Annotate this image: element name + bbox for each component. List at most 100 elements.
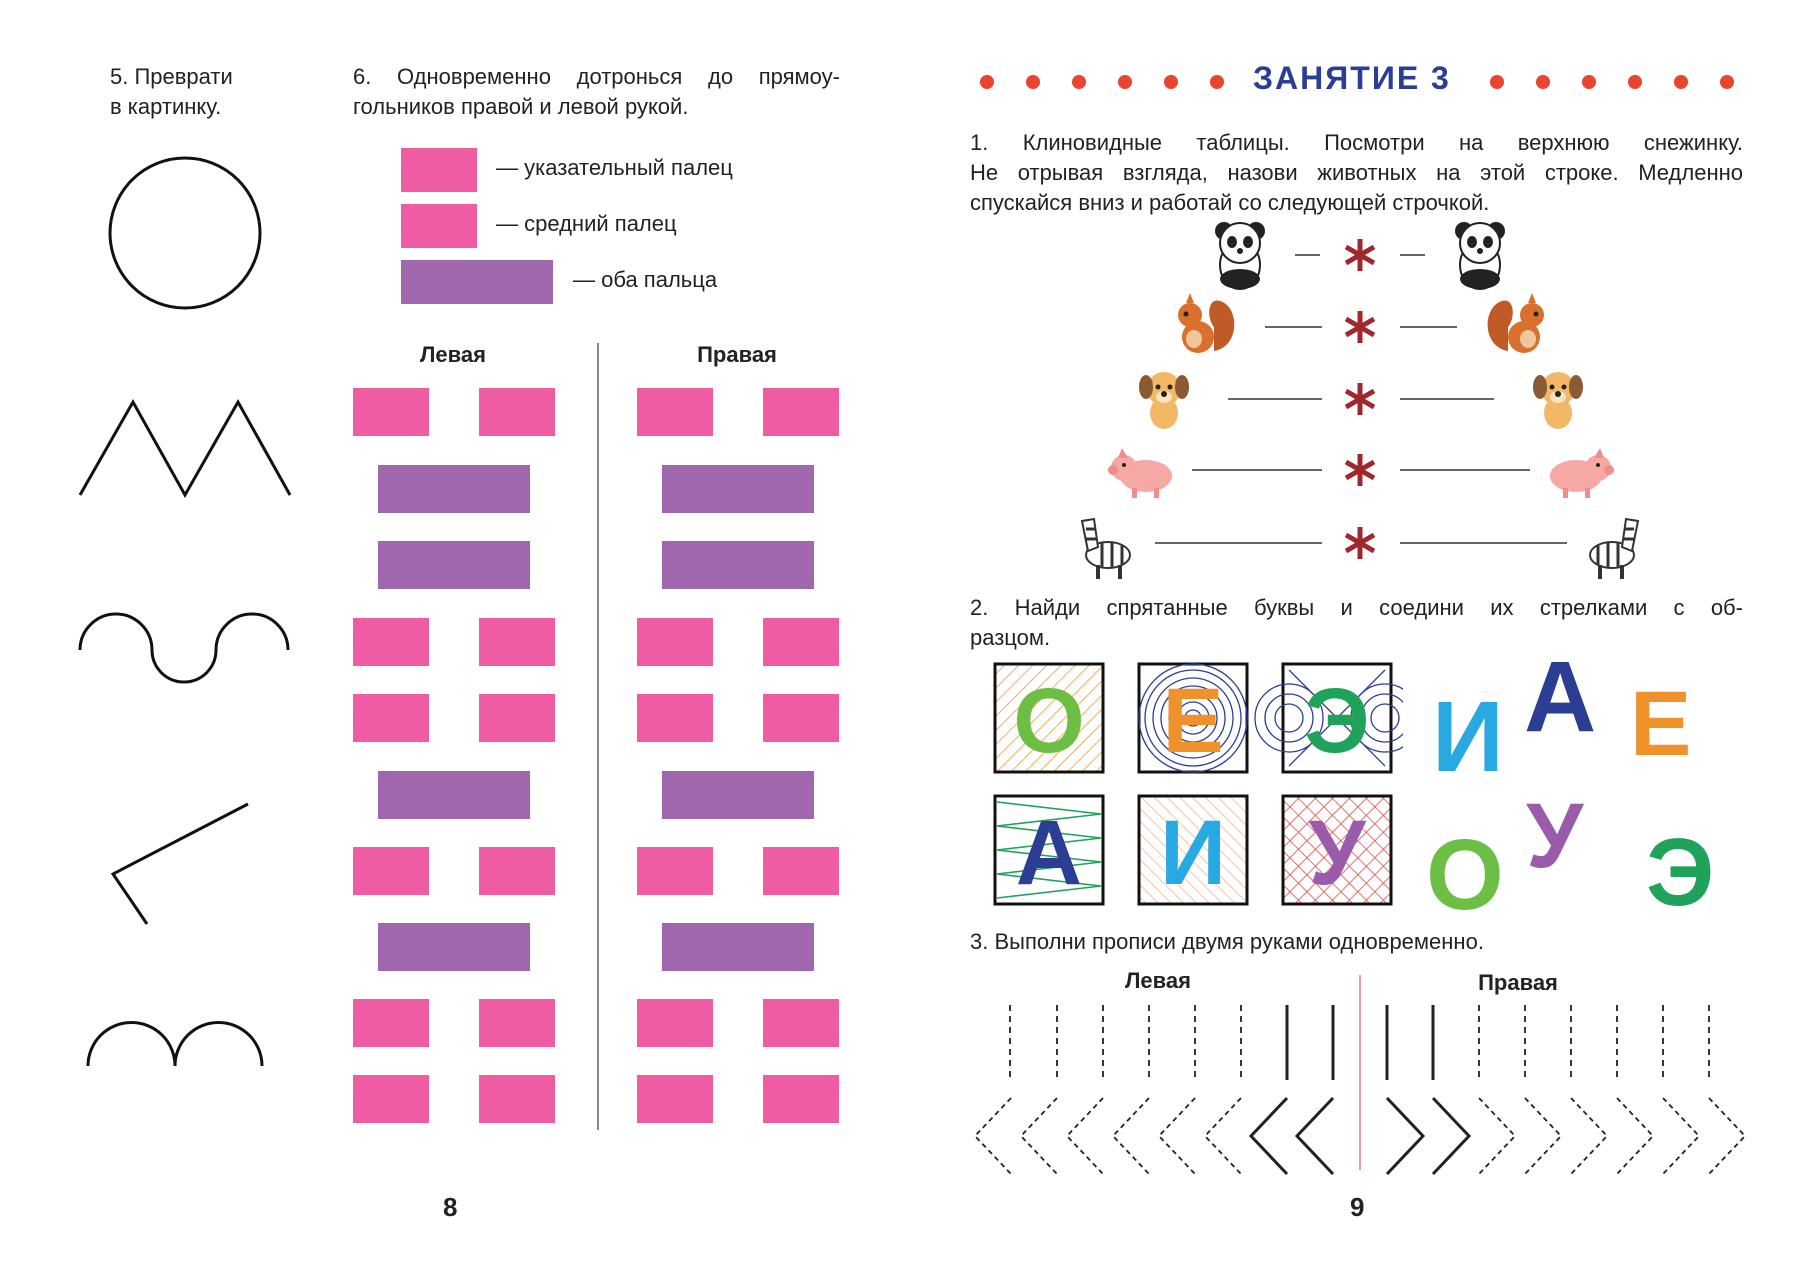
sample-letter-i: И (1432, 681, 1504, 793)
decorative-dot (1582, 75, 1596, 89)
pig-icon (1550, 448, 1614, 498)
tracing-chevron-left (1157, 1097, 1196, 1175)
circle-shape (108, 156, 262, 310)
pink-touch-rect[interactable] (353, 847, 429, 895)
pink-touch-rect[interactable] (353, 999, 429, 1047)
squirrel-icon (1178, 293, 1235, 353)
right-hand-label-2: Правая (1478, 970, 1558, 995)
purple-touch-rect[interactable] (662, 771, 814, 819)
task2-text-2: разцом. (970, 625, 1051, 650)
hidden-letter-a: А (1016, 802, 1082, 904)
legend-middle-finger: — средний палец (496, 211, 677, 236)
hidden-letter-box-e: Е (1137, 662, 1249, 774)
decorative-dot (1118, 75, 1132, 89)
tracing-exercise (973, 975, 1747, 1175)
pink-touch-rect[interactable] (637, 388, 713, 436)
lesson-heading: ЗАНЯТИЕ 3 (1253, 60, 1451, 96)
tracing-chevron-left (1019, 1097, 1058, 1175)
purple-touch-rect[interactable] (662, 923, 814, 971)
legend-pink-rect-index (401, 148, 477, 192)
pink-touch-rect[interactable] (353, 694, 429, 742)
hidden-letter-box-a: А (993, 794, 1105, 906)
panda-icon (1454, 221, 1506, 290)
decorative-dot (1628, 75, 1642, 89)
tracing-chevron-left (1065, 1097, 1104, 1175)
tracing-chevron-left (1111, 1097, 1150, 1175)
hidden-letter-e: Е (1162, 670, 1223, 772)
squirrel-icon (1487, 293, 1544, 353)
purple-touch-rect[interactable] (378, 541, 530, 589)
tracing-chevron-right (1662, 1097, 1701, 1175)
pink-touch-rect[interactable] (637, 694, 713, 742)
pink-touch-rect[interactable] (637, 1075, 713, 1123)
sample-letter-o: О (1426, 819, 1504, 931)
hidden-letter-box-o: О (993, 662, 1105, 774)
task1-text: 1. Клиновидные таблицы. Посмотри на верх… (970, 130, 1743, 185)
task2-text: 2. Найди спрятанные буквы и соедини их с… (970, 595, 1743, 620)
hidden-letter-u: У (1308, 802, 1367, 904)
task1-text-3: спускайся вниз и работай со следующей ст… (970, 190, 1490, 215)
asterisk-icon (1346, 311, 1374, 343)
wedge-table (1080, 221, 1640, 581)
purple-touch-rect[interactable] (662, 465, 814, 513)
task3-text: 3. Выполни прописи двумя руками одноврем… (970, 929, 1484, 954)
legend-pink-rect-middle (401, 204, 477, 248)
arches-shape (86, 1021, 264, 1067)
decorative-dot (1164, 75, 1178, 89)
decorative-dot (1490, 75, 1504, 89)
left-hand-label: Левая (420, 342, 486, 367)
sample-chevron-left (1294, 1096, 1335, 1175)
page-number-right: 9 (1350, 1192, 1365, 1222)
pink-touch-rect[interactable] (353, 1075, 429, 1123)
purple-touch-rect[interactable] (378, 923, 530, 971)
page-number-left: 8 (443, 1192, 458, 1222)
hidden-letters-grid: О Е Э А (993, 662, 1403, 906)
decorative-dot (1674, 75, 1688, 89)
purple-touch-rect[interactable] (378, 771, 530, 819)
left-hand-label-2: Левая (1125, 968, 1191, 993)
pig-icon (1108, 448, 1172, 498)
legend-purple-rect (401, 260, 553, 304)
tracing-chevron-left (1203, 1097, 1242, 1175)
sample-letter-eh: Э (1646, 819, 1715, 926)
pink-touch-rect[interactable] (637, 999, 713, 1047)
pink-touch-rect[interactable] (763, 694, 839, 742)
pink-touch-rect[interactable] (479, 1075, 555, 1123)
tracing-chevrons (973, 1096, 1747, 1175)
tracing-chevron-right (1524, 1097, 1563, 1175)
pink-touch-rect[interactable] (637, 847, 713, 895)
hidden-letter-o: О (1013, 670, 1085, 772)
decorative-dot (1720, 75, 1734, 89)
hidden-letter-eh: Э (1304, 670, 1369, 772)
tracing-chevron-right (1708, 1097, 1747, 1175)
asterisk-icon (1346, 527, 1374, 559)
tracing-chevron-right (1616, 1097, 1655, 1175)
pink-touch-rect[interactable] (479, 847, 555, 895)
pink-touch-rect[interactable] (479, 999, 555, 1047)
pink-touch-rect[interactable] (763, 618, 839, 666)
pink-touch-rect[interactable] (479, 388, 555, 436)
legend-index-finger: — указательный палец (496, 155, 733, 180)
pink-touch-rect[interactable] (763, 999, 839, 1047)
hidden-letter-box-i: И (1137, 794, 1249, 906)
pink-touch-rect[interactable] (763, 847, 839, 895)
pink-touch-rect[interactable] (479, 618, 555, 666)
decorative-dot (1026, 75, 1040, 89)
pink-touch-rect[interactable] (763, 388, 839, 436)
asterisk-icon (1346, 383, 1374, 415)
sample-chevron-left (1248, 1096, 1289, 1175)
purple-touch-rect[interactable] (662, 541, 814, 589)
pink-touch-rect[interactable] (479, 694, 555, 742)
hidden-letter-box-eh: Э (1254, 662, 1403, 774)
asterisk-icon (1346, 454, 1374, 486)
pink-touch-rect[interactable] (353, 618, 429, 666)
pink-touch-rect[interactable] (763, 1075, 839, 1123)
purple-touch-rect[interactable] (378, 465, 530, 513)
zebra-icon (1588, 517, 1640, 581)
pink-touch-rect[interactable] (353, 388, 429, 436)
pink-touch-rect[interactable] (637, 618, 713, 666)
tracing-chevron-right (1570, 1097, 1609, 1175)
asterisk-icon (1346, 239, 1374, 271)
sample-letter-a: А (1524, 641, 1597, 753)
panda-icon (1214, 221, 1266, 290)
